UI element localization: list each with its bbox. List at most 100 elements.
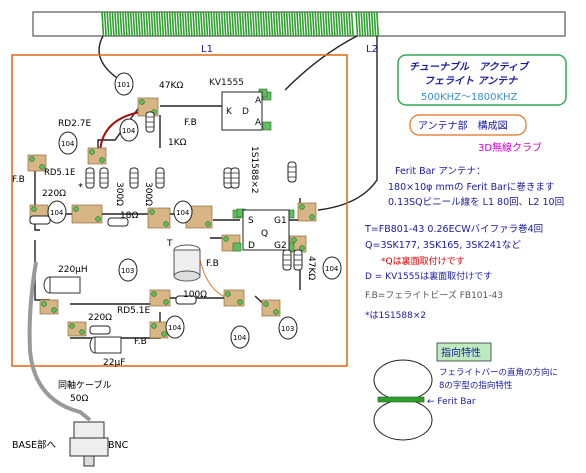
coil-l1-turn <box>176 11 180 37</box>
pcb-pad-pin <box>99 157 105 163</box>
resistor-group <box>29 111 303 335</box>
coil-l1-turn <box>272 11 276 37</box>
ceramic-capacitor-value: 103 <box>281 325 294 333</box>
label-rd51-top: RD5.1E <box>44 168 75 178</box>
q-pin-g1: G1 <box>274 216 287 226</box>
coil-l1-turn <box>337 11 341 37</box>
coil-l1-turn <box>137 11 141 37</box>
bnc-nut <box>69 437 109 457</box>
coil-l1-turn <box>114 11 118 37</box>
diode-pin-a1: A <box>255 96 262 106</box>
pcb-pad-pin <box>299 245 305 251</box>
pcb-pad-pin <box>41 301 47 307</box>
inductor-220uh-body <box>49 276 81 294</box>
pcb-pad-pin <box>309 214 315 220</box>
label-fb-2: F.B <box>12 175 25 185</box>
directivity-text-1: フェライトバーの直角の方向に <box>439 367 558 378</box>
label-star: * <box>78 182 83 193</box>
pcb-pad-pin <box>89 149 95 155</box>
label-300-b: 300Ω <box>143 182 153 206</box>
toroid-t-bottom <box>173 270 201 282</box>
label-base: BASE部へ <box>12 439 57 451</box>
parts-info-3: *Qは裏面取付けです <box>381 255 465 267</box>
parts-info-1: T=FB801-43 0.26ECWバイファラ巻4回 <box>364 223 543 235</box>
coil-l1-turn <box>332 11 336 37</box>
q-label: Q <box>261 229 268 239</box>
coil-l1-turn <box>288 11 292 37</box>
parts-info-2: Q=3SK177, 3SK165, 3SK241など <box>365 240 521 251</box>
diode-pin-d: D <box>242 107 249 117</box>
coil-l1-turn <box>119 11 123 37</box>
directivity-title-box <box>436 342 492 362</box>
coil-l1-turn <box>304 11 308 37</box>
coil-l1-turn <box>197 11 201 37</box>
directivity-title: 指向特性 <box>441 346 481 359</box>
pcb-pad-pin <box>149 209 155 215</box>
label-coax-ohm: 50Ω <box>70 394 88 404</box>
ceramic-capacitor <box>278 316 298 340</box>
ceramic-capacitor <box>165 315 185 339</box>
diode-kv1555-label: KV1555 <box>209 78 244 88</box>
ferrite-info-1: Ferit Bar アンテナ： <box>395 166 485 177</box>
ic-pin <box>262 121 272 131</box>
coil-l1-turn <box>244 11 248 37</box>
coil-l1-turn <box>202 11 206 37</box>
ceramic-capacitor-value: 101 <box>117 81 130 89</box>
coil-l1-turn <box>135 11 139 37</box>
cap-22uf-label: 22μF <box>103 358 125 368</box>
pcb-pad-pin <box>139 99 145 105</box>
coil-lead-1 <box>98 35 121 81</box>
coil-l1-turn <box>296 11 300 37</box>
coil-l1-turn <box>189 11 193 37</box>
coil-l2-turn <box>363 11 367 37</box>
coil-l1-turn <box>168 11 172 37</box>
diode-pin-k: K <box>226 107 233 117</box>
coil-l1-turn <box>207 11 211 37</box>
coil-l1-turn <box>171 11 175 37</box>
pcb-board-outline <box>11 54 348 367</box>
pcb-pad-pin <box>273 309 279 315</box>
label-18: 18Ω <box>120 211 138 221</box>
coil-l1-turn <box>343 11 347 37</box>
pcb-pad-pin <box>73 206 79 212</box>
club-label: 3D無線クラブ <box>478 141 542 154</box>
coil-l1-turn <box>150 11 154 37</box>
pcb-pad-pin <box>205 221 211 227</box>
coil-l1-turn <box>293 11 297 37</box>
q-pin-s: S <box>248 216 254 226</box>
label-fb-1: F.B <box>184 118 197 128</box>
coil-l1-turn <box>241 11 245 37</box>
coil-l2-turn <box>355 11 359 37</box>
parts-info-6: *は1S1588×2 <box>365 310 426 321</box>
ceramic-capacitor-value: 103 <box>121 267 134 275</box>
coil-l1-turn <box>239 11 243 37</box>
ceramic-capacitor-value: 104 <box>122 127 136 135</box>
diode-pin-a2: A <box>255 118 262 128</box>
coil-l1-turn <box>111 11 115 37</box>
label-rd51-bot: RD5.1E <box>117 306 150 316</box>
coil-l1-turn <box>327 11 331 37</box>
coil-l1-turn <box>317 11 321 37</box>
pcb-pad-pin <box>95 216 101 222</box>
coil-lead-2 <box>284 35 358 91</box>
q-pin-d: D <box>248 241 255 251</box>
label-rd27: RD2.7E <box>58 119 91 129</box>
ferrite-info-3: 0.13SQビニール線を L1 80回、L2 10回 <box>388 196 564 208</box>
ceramic-capacitor <box>230 325 250 349</box>
coil-l1-turn <box>163 11 167 37</box>
resistor-body <box>29 215 51 225</box>
coil-l1-turn <box>129 11 133 37</box>
label-47k-right: 47KΩ <box>306 256 316 280</box>
coil-l1-turn <box>106 11 110 37</box>
pcb-pad-pin <box>225 291 231 297</box>
coil-l1-turn <box>223 11 227 37</box>
ceramic-capacitor <box>119 118 139 142</box>
coil-l1-turn <box>335 11 339 37</box>
toroid-t-label: T <box>166 239 173 249</box>
pcb-pad-pin <box>299 204 305 210</box>
label-1k: 1KΩ <box>168 138 187 148</box>
coil-l1-turn <box>345 11 349 37</box>
section-label: アンテナ部 構成図 <box>418 119 508 132</box>
coil-l1-turn <box>132 11 136 37</box>
